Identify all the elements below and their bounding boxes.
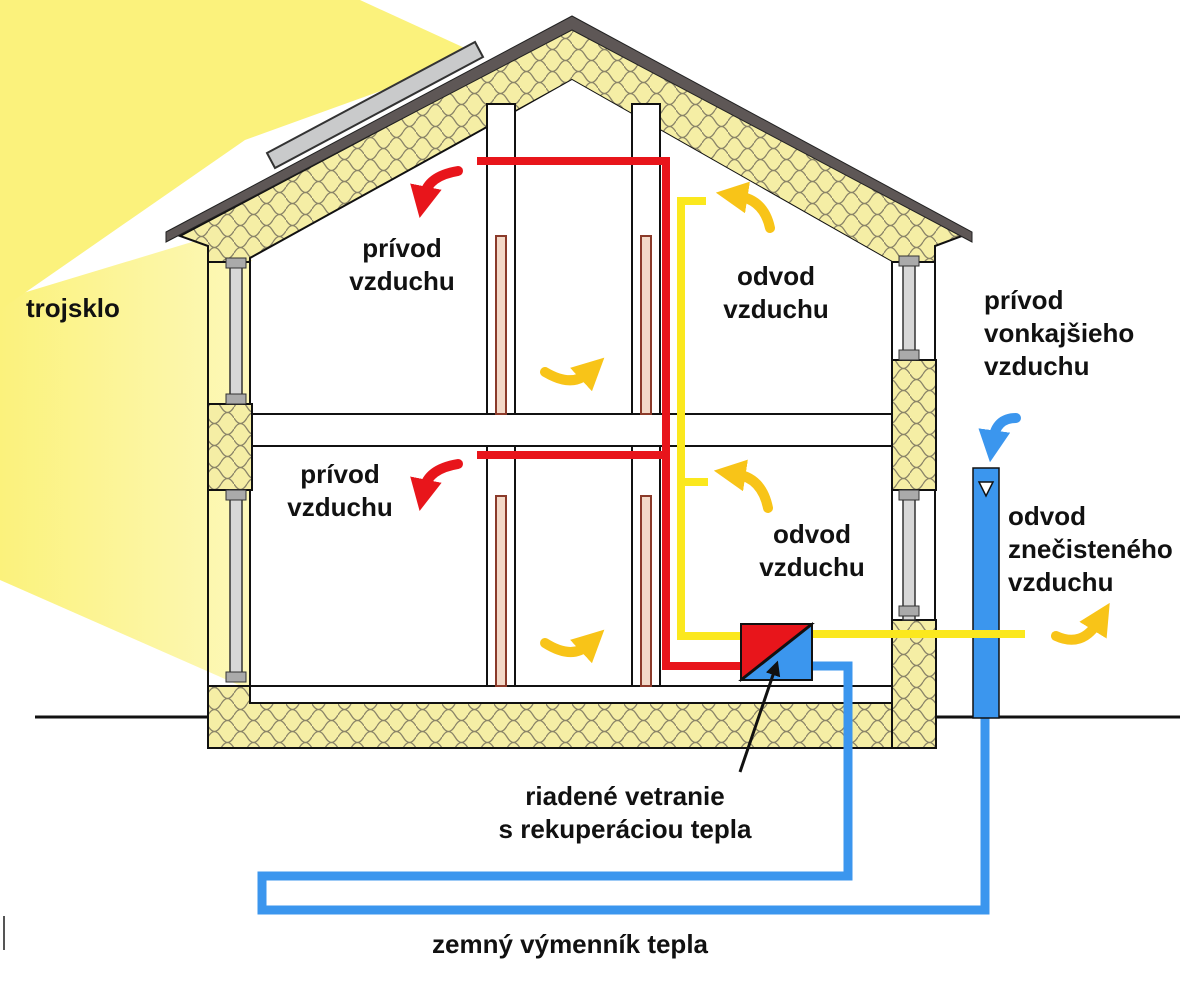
solar-panel	[265, 40, 485, 170]
filter-icon	[977, 481, 995, 498]
exhaust-duct-main	[677, 197, 741, 640]
supply-air-lower-label: prívod vzduchu	[287, 459, 393, 522]
intake-arrow-icon	[978, 413, 1021, 463]
supply-duct-main	[477, 157, 741, 670]
window-frame	[225, 257, 247, 269]
door	[495, 235, 507, 415]
recuperation-pointer	[738, 660, 781, 773]
exhaust-out-arrow-icon	[1051, 602, 1110, 645]
window-frame	[898, 255, 920, 267]
right-wall-insulation-upper	[891, 359, 937, 491]
heat-recovery-label: riadené vetranie s rekuperáciou tepla	[498, 781, 752, 844]
transfer-arrow-icon	[540, 357, 605, 392]
left-wall-insulation	[207, 403, 253, 491]
window-right-lower	[902, 489, 916, 621]
transfer-arrow-icon	[540, 629, 605, 664]
exhaust-air-lower-label: odvod vzduchu	[759, 519, 865, 582]
door	[640, 495, 652, 687]
window-frame	[225, 489, 247, 501]
window-right-upper	[902, 261, 916, 361]
ground-heat-exchanger-label: zemný výmenník tepla	[432, 929, 708, 959]
outside-air-intake-label: prívod vonkajšieho vzduchu	[984, 285, 1135, 381]
window-frame	[225, 671, 247, 683]
floor-slab	[249, 413, 893, 447]
exhaust-air-upper-label: odvod vzduchu	[723, 261, 829, 324]
exhaust-arrow-icon	[715, 181, 775, 233]
supply-arrow-icon	[410, 166, 463, 218]
right-wall-insulation-lower	[891, 619, 937, 749]
supply-air-upper-label: prívod vzduchu	[349, 233, 455, 296]
window-left-upper	[229, 261, 243, 405]
window-frame	[898, 605, 920, 617]
window-frame	[898, 489, 920, 501]
supply-arrow-icon	[410, 459, 463, 511]
polluted-air-exhaust-label: odvod znečisteného vzduchu	[1008, 501, 1173, 597]
ground-floor-slab	[249, 685, 893, 704]
triple-glazing-label: trojsklo	[26, 293, 120, 323]
roof	[165, 15, 973, 243]
ground-heat-exchanger-duct	[257, 661, 990, 915]
exhaust-arrow-icon	[713, 459, 773, 513]
door	[640, 235, 652, 415]
window-frame	[898, 349, 920, 361]
outdoor-intake-pipe	[972, 467, 1000, 719]
window-left-lower	[229, 489, 243, 677]
door	[495, 495, 507, 687]
heat-recovery-unit	[738, 621, 815, 683]
window-frame	[225, 393, 247, 405]
sunlight-beam	[0, 0, 480, 310]
